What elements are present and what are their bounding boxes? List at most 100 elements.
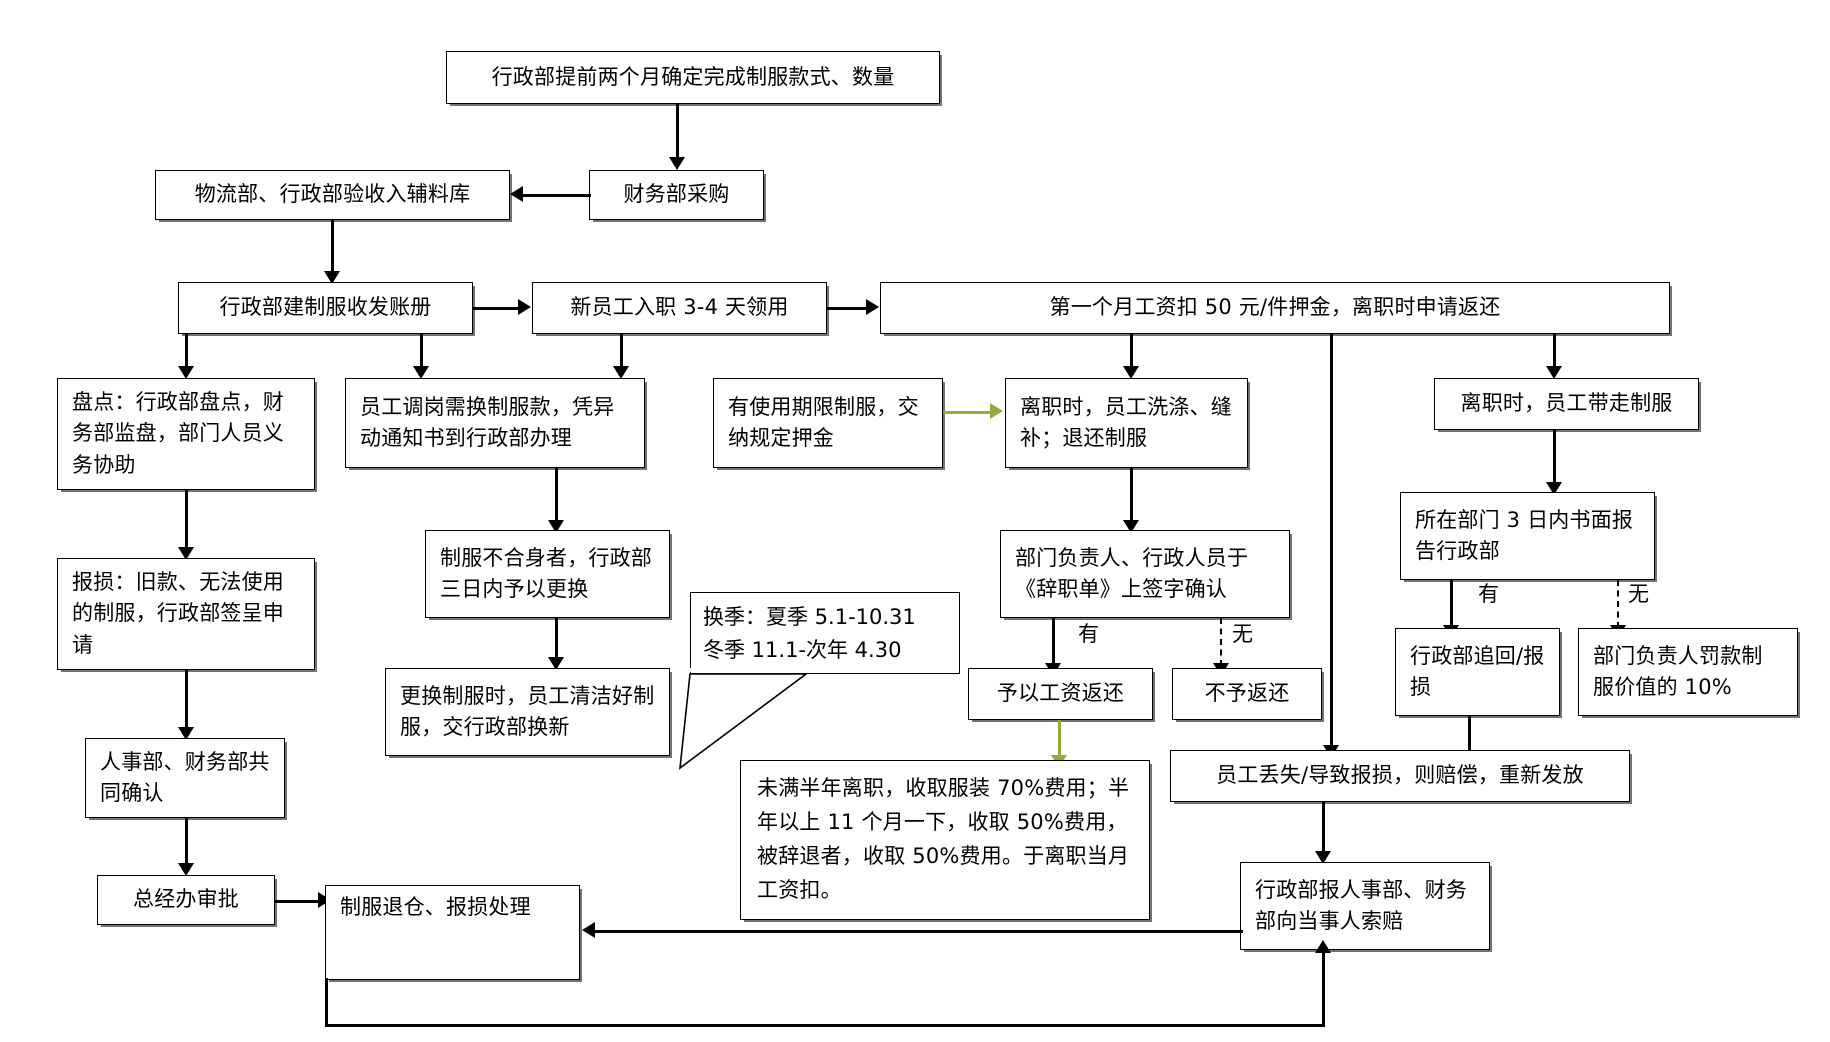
arrowhead-deposit-to-resign-wash	[1123, 366, 1139, 379]
connector-resign-take-to-dept-report	[1553, 430, 1556, 485]
branch-label-dept-yes: 有	[1478, 582, 1499, 606]
connector-deposit-to-resign-take	[1553, 334, 1556, 369]
connector-warehouse-loop-v-left	[325, 978, 328, 1026]
connector-finance-to-logistics	[523, 194, 591, 197]
connector-dept-no	[1617, 580, 1619, 628]
node-not-fit[interactable]: 制服不合身者，行政部三日内予以更换	[425, 530, 670, 618]
arrowhead-period-to-resign-wash	[990, 403, 1003, 419]
node-gm-approve[interactable]: 总经办审批	[97, 875, 275, 925]
node-refund-no[interactable]: 不予返还	[1172, 668, 1322, 720]
node-period-uniform-label: 有使用期限制服，交纳规定押金	[728, 394, 919, 451]
node-dept-report[interactable]: 所在部门 3 日内书面报告行政部	[1400, 492, 1655, 580]
branch-label-sign-yes: 有	[1078, 622, 1099, 646]
arrowhead-warehouse-loop-to-claim	[1315, 940, 1331, 953]
connector-hr-finance-to-gm	[185, 818, 188, 866]
node-ledger[interactable]: 行政部建制服收发账册	[178, 282, 473, 334]
node-transfer[interactable]: 员工调岗需换制服款，凭异动通知书到行政部办理	[345, 378, 645, 468]
arrowhead-hr-finance-to-gm	[178, 863, 194, 876]
node-refund-no-label: 不予返还	[1204, 681, 1290, 706]
connector-sign-no	[1220, 618, 1222, 666]
arrowhead-ledger-to-inventory	[178, 366, 194, 379]
connector-loss-report-to-hr-finance	[185, 670, 188, 730]
node-inventory-label: 盘点：行政部盘点，财务部监盘，部门人员义务协助	[72, 389, 284, 477]
node-claim-label: 行政部报人事部、财务部向当事人索赔	[1255, 877, 1467, 934]
node-hr-finance-label: 人事部、财务部共同确认	[100, 749, 270, 806]
node-logistics-receive-label: 物流部、行政部验收入辅料库	[194, 182, 471, 207]
connector-claim-to-warehouse	[595, 930, 1243, 933]
node-hr-finance[interactable]: 人事部、财务部共同确认	[85, 738, 285, 818]
node-exchange-clean[interactable]: 更换制服时，员工清洁好制服，交行政部换新	[385, 668, 670, 756]
node-new-employee-label: 新员工入职 3-4 天领用	[570, 295, 789, 320]
arrowhead-ledger-to-transfer	[413, 366, 429, 379]
connector-refund-yes-to-fee-rules	[1058, 720, 1061, 758]
node-sign-confirm[interactable]: 部门负责人、行政人员于《辞职单》上签字确认	[1000, 530, 1290, 618]
node-warehouse-return[interactable]: 制服退仓、报损处理	[325, 885, 580, 980]
node-finance-purchase[interactable]: 财务部采购	[589, 170, 764, 220]
connector-admin-to-finance	[676, 104, 679, 160]
connector-gm-to-warehouse	[275, 900, 320, 903]
node-refund-yes-label: 予以工资返还	[996, 681, 1125, 706]
connector-ledger-to-inventory	[185, 334, 188, 369]
node-new-employee[interactable]: 新员工入职 3-4 天领用	[532, 282, 827, 334]
node-loss-report-label: 报损：旧款、无法使用的制服，行政部签呈申请	[72, 569, 284, 657]
node-finance-purchase-label: 财务部采购	[623, 182, 730, 207]
node-lost-damage[interactable]: 员工丢失/导致报损，则赔偿，重新发放	[1170, 750, 1630, 802]
arrowhead-resign-wash-to-sign-confirm	[1123, 520, 1139, 533]
arrowhead-claim-to-warehouse	[582, 922, 595, 938]
node-exchange-clean-label: 更换制服时，员工清洁好制服，交行政部换新	[400, 683, 655, 740]
node-resign-take-label: 离职时，员工带走制服	[1460, 391, 1673, 416]
connector-not-fit-to-exchange	[555, 618, 558, 660]
connector-warehouse-loop-v-right	[1322, 952, 1325, 1026]
node-warehouse-return-label: 制服退仓、报损处理	[340, 895, 531, 919]
node-fee-rules[interactable]: 未满半年离职，收取服装 70%费用；半年以上 11 个月一下，收取 50%费用，…	[740, 760, 1150, 920]
connector-admin-recover-h	[1468, 748, 1470, 751]
node-resign-take[interactable]: 离职时，员工带走制服	[1434, 378, 1699, 430]
node-dept-fine[interactable]: 部门负责人罚款制服价值的 10%	[1578, 628, 1798, 716]
connector-period-to-resign-wash	[943, 411, 991, 414]
arrowhead-loss-report-to-hr-finance	[178, 727, 194, 740]
callout-season-note[interactable]: 换季：夏季 5.1-10.31 冬季 11.1-次年 4.30	[690, 592, 960, 674]
arrowhead-ledger-to-new-employee	[518, 299, 531, 315]
arrowhead-finance-to-logistics	[510, 186, 523, 202]
node-gm-approve-label: 总经办审批	[133, 887, 239, 912]
node-admin-recover[interactable]: 行政部追回/报损	[1395, 628, 1560, 716]
node-deposit[interactable]: 第一个月工资扣 50 元/件押金，离职时申请返还	[880, 282, 1670, 334]
node-deposit-label: 第一个月工资扣 50 元/件押金，离职时申请返还	[1049, 295, 1501, 320]
connector-new-employee-to-deposit	[827, 307, 867, 310]
branch-label-sign-no: 无	[1232, 622, 1253, 646]
node-ledger-label: 行政部建制服收发账册	[219, 295, 432, 320]
arrowhead-inventory-to-loss-report	[178, 547, 194, 560]
node-resign-wash-label: 离职时，员工洗涤、缝补；退还制服	[1020, 394, 1232, 451]
connector-resign-wash-to-sign-confirm	[1130, 468, 1133, 523]
connector-deposit-to-resign-wash	[1130, 334, 1133, 369]
node-inventory[interactable]: 盘点：行政部盘点，财务部监盘，部门人员义务协助	[57, 378, 315, 490]
connector-dept-yes	[1450, 580, 1453, 628]
connector-sign-yes	[1052, 618, 1055, 666]
node-not-fit-label: 制服不合身者，行政部三日内予以更换	[440, 545, 652, 602]
node-claim[interactable]: 行政部报人事部、财务部向当事人索赔	[1240, 862, 1490, 950]
connector-ledger-to-new-employee	[473, 307, 519, 310]
connector-deposit-to-lost-damage	[1330, 334, 1333, 748]
node-logistics-receive[interactable]: 物流部、行政部验收入辅料库	[155, 170, 510, 220]
connector-inventory-to-loss-report	[185, 490, 188, 550]
arrowhead-deposit-to-resign-take	[1546, 366, 1562, 379]
arrowhead-new-employee-to-deposit	[866, 299, 879, 315]
node-dept-report-label: 所在部门 3 日内书面报告行政部	[1415, 507, 1634, 564]
arrowhead-transfer-to-not-fit	[548, 520, 564, 533]
node-period-uniform[interactable]: 有使用期限制服，交纳规定押金	[713, 378, 943, 468]
node-transfer-label: 员工调岗需换制服款，凭异动通知书到行政部办理	[360, 394, 615, 451]
node-admin-confirm-label: 行政部提前两个月确定完成制服款式、数量	[491, 64, 895, 89]
callout-season-line2: 冬季 11.1-次年 4.30	[703, 637, 902, 662]
node-loss-report[interactable]: 报损：旧款、无法使用的制服，行政部签呈申请	[57, 558, 315, 670]
callout-season-line1: 换季：夏季 5.1-10.31	[703, 605, 916, 629]
connector-logistics-to-ledger	[331, 220, 334, 274]
node-resign-wash[interactable]: 离职时，员工洗涤、缝补；退还制服	[1005, 378, 1248, 468]
connector-transfer-to-not-fit	[555, 468, 558, 523]
node-admin-recover-label: 行政部追回/报损	[1410, 643, 1545, 700]
node-fee-rules-label: 未满半年离职，收取服装 70%费用；半年以上 11 个月一下，收取 50%费用，…	[757, 776, 1130, 903]
arrowhead-not-fit-to-exchange	[548, 657, 564, 670]
node-admin-confirm[interactable]: 行政部提前两个月确定完成制服款式、数量	[446, 51, 940, 104]
node-refund-yes[interactable]: 予以工资返还	[968, 668, 1153, 720]
arrowhead-lost-damage-to-claim	[1315, 851, 1331, 864]
